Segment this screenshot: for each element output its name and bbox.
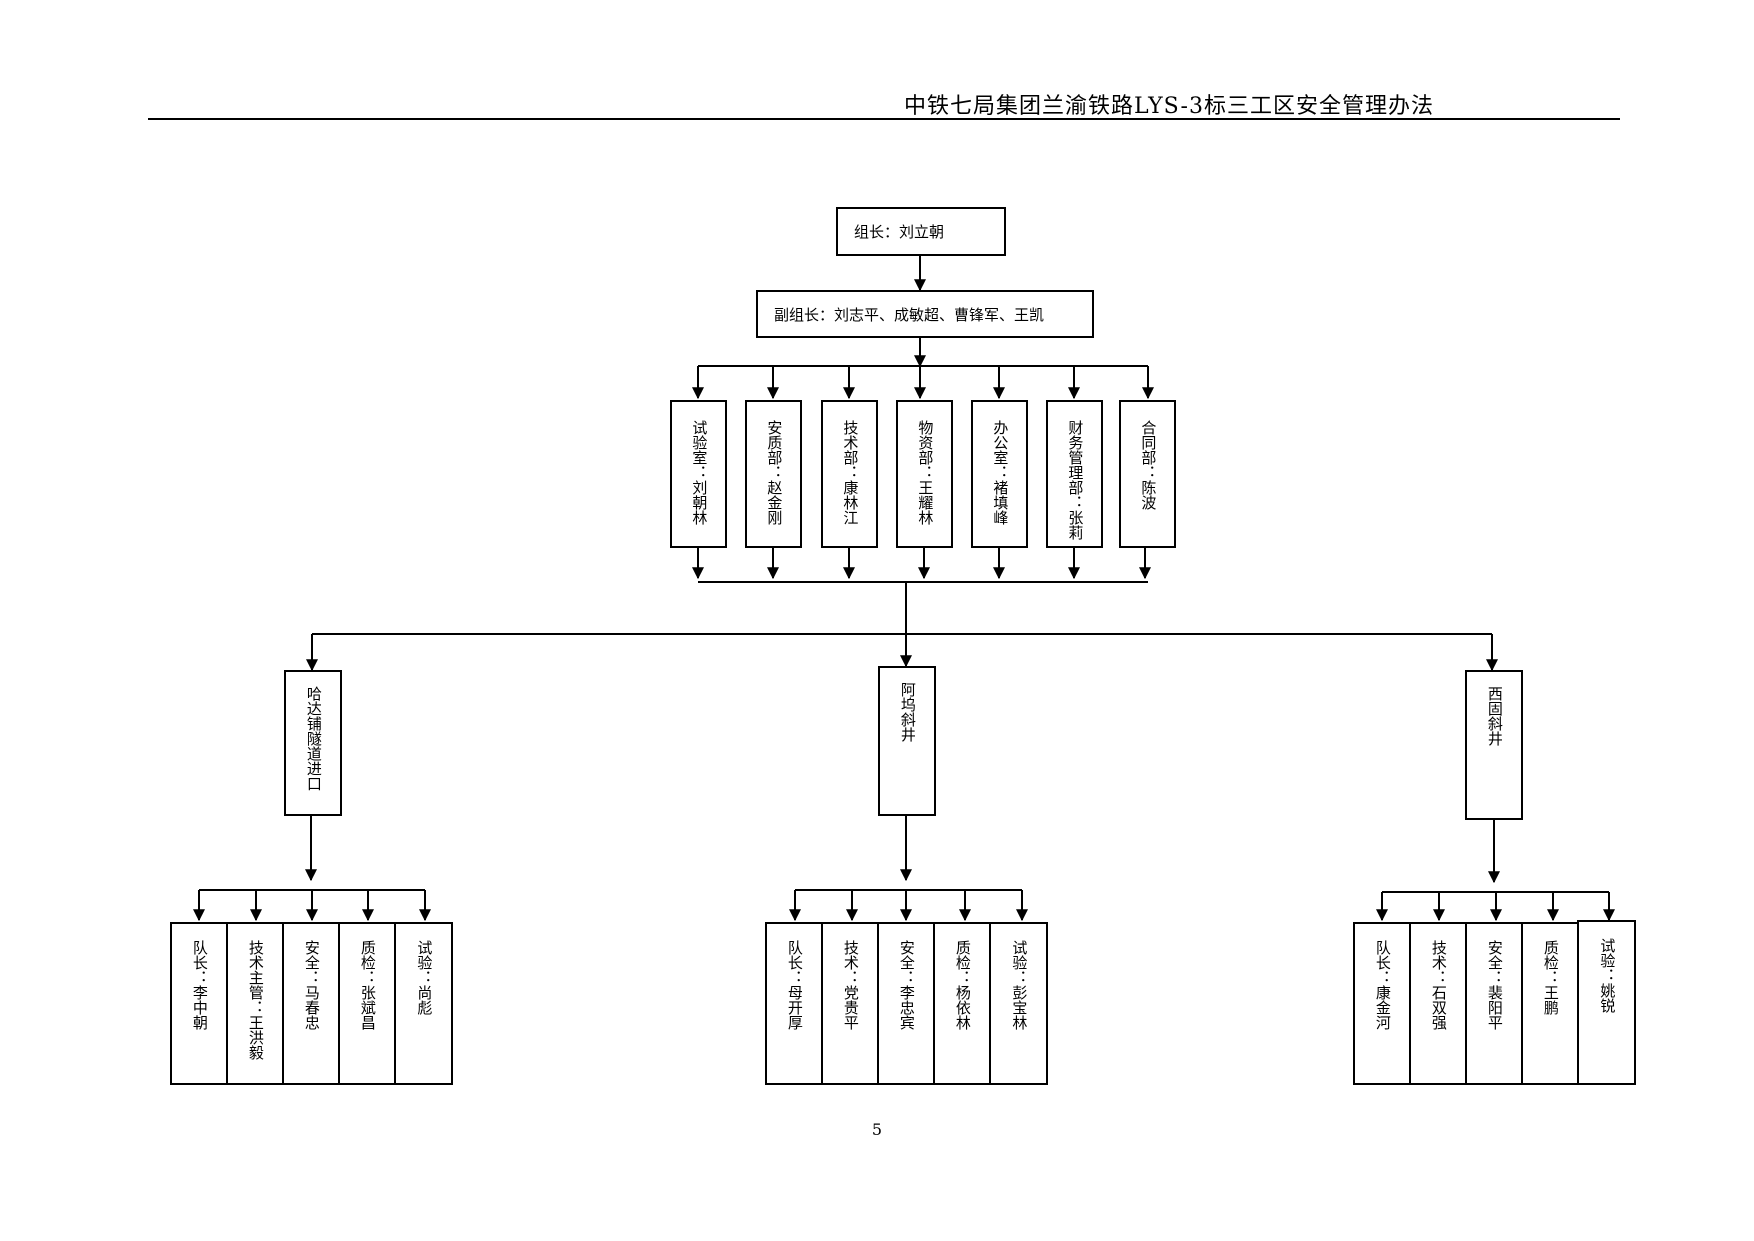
department-box-office: 办公室：褚填峰	[971, 400, 1028, 548]
team-member-box: 质检：王鹏	[1521, 922, 1579, 1085]
department-box-technical: 技术部：康林江	[821, 400, 878, 548]
team-member-box: 队长：李中朝	[170, 922, 228, 1085]
team-member-box: 试验：彭宝林	[989, 922, 1048, 1085]
team-member-box: 质检：杨依林	[933, 922, 991, 1085]
department-label: 办公室：褚填峰	[991, 420, 1010, 525]
site-label: 西固斜井	[1485, 686, 1504, 746]
page-header-title: 中铁七局集团兰渝铁路LYS-3标三工区安全管理办法	[903, 94, 1434, 119]
team-member-label: 质检：王鹏	[1541, 940, 1560, 1015]
department-label: 试验室：刘朝林	[690, 420, 709, 525]
department-label: 财务管理部：张莉	[1066, 420, 1085, 540]
team-member-box: 安全：马春忠	[282, 922, 340, 1085]
team-member-box: 试验：尚彪	[394, 922, 453, 1085]
team-member-label: 技术：党贵平	[841, 940, 860, 1030]
team-member-box: 安全：李忠宾	[877, 922, 935, 1085]
team-member-label: 安全：马春忠	[302, 940, 321, 1030]
header-rule	[148, 118, 1620, 120]
team-member-label: 队长：李中朝	[190, 940, 209, 1030]
site-label: 哈达铺隧道进口	[304, 686, 323, 791]
deputy-box: 副组长：刘志平、成敏超、曹锋军、王凯	[756, 290, 1094, 338]
team-member-label: 质检：杨依林	[953, 940, 972, 1030]
leader-box: 组长：刘立朝	[836, 207, 1006, 256]
team-member-box: 队长：康金河	[1353, 922, 1411, 1085]
team-member-box: 队长：母开厚	[765, 922, 823, 1085]
site-box-xigu-inclined-shaft: 西固斜井	[1465, 670, 1523, 820]
department-box-contract: 合同部：陈波	[1119, 400, 1176, 548]
department-box-safety-quality: 安质部：赵金刚	[745, 400, 802, 548]
team-member-box: 技术：石双强	[1409, 922, 1467, 1085]
team-member-box: 安全：裴阳平	[1465, 922, 1523, 1085]
department-box-lab: 试验室：刘朝林	[670, 400, 727, 548]
team-member-label: 试验：姚锐	[1598, 938, 1617, 1013]
team-member-box: 试验：姚锐	[1577, 920, 1636, 1085]
department-label: 安质部：赵金刚	[765, 420, 784, 525]
team-member-label: 试验：彭宝林	[1010, 940, 1029, 1030]
team-member-label: 技术：石双强	[1429, 940, 1448, 1030]
site-box-awu-inclined-shaft: 阿坞斜井	[878, 666, 936, 816]
department-label: 物资部：王耀林	[916, 420, 935, 525]
deputy-label: 副组长：刘志平、成敏超、曹锋军、王凯	[774, 305, 1045, 324]
site-label: 阿坞斜井	[898, 682, 917, 742]
team-member-label: 安全：裴阳平	[1485, 940, 1504, 1030]
team-member-label: 质检：张斌昌	[358, 940, 377, 1030]
team-member-label: 技术主管：王洪毅	[246, 940, 265, 1060]
department-box-finance: 财务管理部：张莉	[1046, 400, 1103, 548]
page-number: 5	[871, 1120, 883, 1139]
leader-label: 组长：刘立朝	[854, 223, 945, 241]
department-box-materials: 物资部：王耀林	[896, 400, 953, 548]
team-member-box: 质检：张斌昌	[338, 922, 396, 1085]
department-label: 技术部：康林江	[841, 420, 860, 525]
team-member-label: 试验：尚彪	[415, 940, 434, 1015]
team-member-box: 技术：党贵平	[821, 922, 879, 1085]
team-member-label: 队长：康金河	[1373, 940, 1392, 1030]
team-member-label: 安全：李忠宾	[897, 940, 916, 1030]
team-member-label: 队长：母开厚	[785, 940, 804, 1030]
site-box-hadapu-tunnel-entrance: 哈达铺隧道进口	[284, 670, 342, 816]
department-label: 合同部：陈波	[1139, 420, 1158, 510]
team-member-box: 技术主管：王洪毅	[226, 922, 284, 1085]
